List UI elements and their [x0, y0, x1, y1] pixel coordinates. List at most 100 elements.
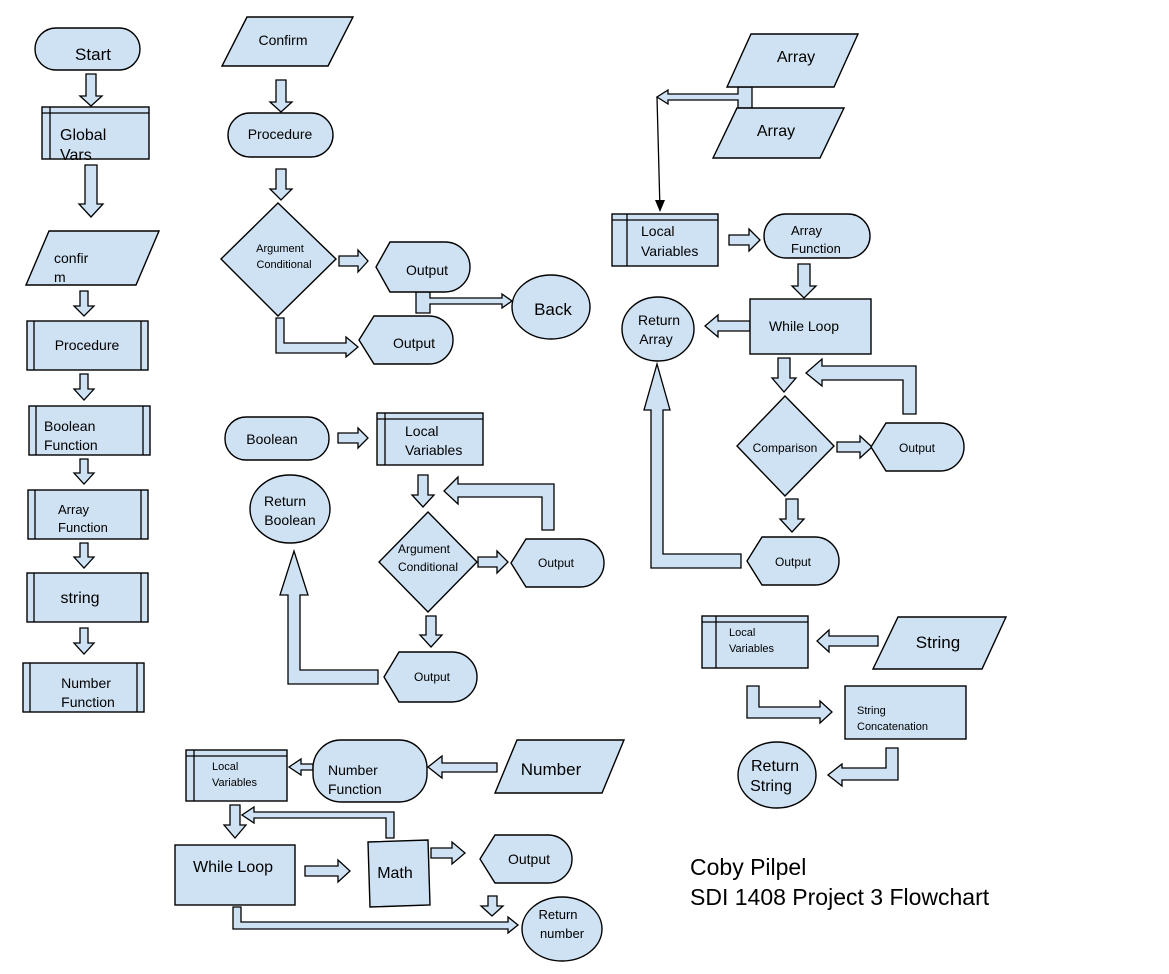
arrow-confirm-to-procedure-block [268, 79, 294, 113]
array-function-main-label-line2: Function [58, 520, 108, 535]
arrow-confirm-to-procedure [72, 290, 96, 317]
while-loop-array-process [749, 298, 872, 355]
math-label: Math [377, 865, 413, 882]
array-function-block-label-line1: Array [791, 223, 823, 238]
array-header-1-parallelogram [725, 33, 860, 88]
local-vars-number-process [185, 749, 288, 802]
argument-conditional-1-label-line1: Argument [256, 243, 304, 255]
return-array-label-line1: Return [638, 312, 680, 328]
output-2a-label: Output [538, 556, 575, 570]
arrow-local-vars-to-array-function [728, 227, 761, 253]
arrow-number-function-to-local-vars [287, 757, 314, 777]
start-terminator [34, 27, 141, 71]
output-3b-label: Output [775, 555, 812, 569]
number-header-parallelogram [493, 739, 626, 794]
arrow-output-to-return-array [643, 361, 742, 569]
global-vars-process [41, 106, 150, 160]
return-string-terminator [737, 741, 817, 809]
local-vars-string-label-line1: Local [729, 627, 755, 639]
author-name: Coby Pilpel [690, 854, 807, 880]
local-vars-bool-process [376, 412, 484, 466]
argument-conditional-2-label-line2: Conditional [398, 560, 458, 574]
return-string-label-line1: Return [751, 758, 799, 775]
argument-conditional-2-label-line1: Argument [398, 542, 451, 556]
return-number-terminator [521, 896, 603, 962]
confirm-input-label-line2: m [54, 269, 66, 285]
string-concatenation-process [844, 685, 967, 740]
string-header-parallelogram [871, 616, 1008, 670]
arrow-boolean-to-local-vars [337, 426, 369, 450]
connector-arrows [72, 73, 917, 935]
local-vars-bool-label-line2: Variables [405, 442, 462, 458]
arrow-string-to-number [72, 627, 96, 655]
array-function-block-label-line2: Function [791, 241, 841, 256]
while-loop-number-label: While Loop [193, 859, 273, 876]
boolean-function-label-line1: Boolean [44, 418, 95, 434]
back-terminator [511, 274, 591, 340]
array-function-process-main [27, 489, 149, 540]
arrow-conditional-to-output-1a [338, 248, 369, 274]
boolean-function-process [28, 405, 151, 456]
array-header-1-label: Array [777, 49, 815, 66]
comparison-decision [736, 394, 835, 498]
array-function-main-label-line1: Array [58, 502, 90, 517]
output-4-label: Output [508, 851, 550, 867]
arrow-while-loop-to-return-array [703, 313, 751, 339]
confirm-input-label-line1: confir [54, 250, 89, 266]
arrow-output-to-back [415, 291, 514, 314]
arrow-local-vars-to-concatenation [746, 685, 833, 725]
number-function-block-label-line1: Number [328, 762, 378, 778]
output-1b-label: Output [393, 335, 435, 351]
arrow-conditional-to-output-2b [418, 615, 444, 648]
output-3a-display [870, 422, 965, 472]
confirm-header-parallelogram [220, 16, 355, 67]
chart-title: SDI 1408 Project 3 Flowchart [690, 884, 990, 910]
return-boolean-label-line2: Boolean [264, 512, 315, 528]
string-header-label: String [916, 633, 960, 652]
arrow-while-loop-to-return-number [232, 906, 520, 935]
arrow-math-loop-back [240, 805, 395, 839]
flowchart-shapes [22, 16, 1008, 962]
arrow-string-to-local-vars [816, 628, 879, 654]
boolean-header-terminator [224, 416, 330, 461]
arrow-output-to-return-boolean [279, 548, 379, 685]
arrow-procedure-to-conditional [268, 168, 294, 201]
confirm-header-label: Confirm [258, 32, 307, 48]
array-header-2-parallelogram [711, 107, 846, 159]
string-main-label: string [60, 590, 99, 607]
output-2b-label: Output [414, 670, 451, 684]
local-vars-string-label-line2: Variables [729, 643, 775, 655]
while-loop-number-process [174, 844, 296, 906]
while-loop-array-label: While Loop [769, 318, 839, 334]
output-3a-label: Output [899, 441, 936, 455]
boolean-function-label-line2: Function [44, 437, 98, 453]
start-label: Start [75, 45, 111, 64]
string-process-main [26, 572, 149, 623]
local-vars-array-label-line1: Local [641, 223, 674, 239]
procedure-main-label: Procedure [55, 337, 120, 353]
number-function-main-label-line2: Function [61, 694, 115, 710]
local-vars-string-process [701, 615, 809, 669]
local-vars-array-label-line2: Variables [641, 243, 698, 259]
arrow-array-to-string [72, 542, 96, 569]
global-vars-label-line1: Global [60, 127, 106, 144]
local-vars-number-label-line2: Variables [212, 777, 258, 789]
flowchart-labels: Start Global Vars confir m Procedure Boo… [44, 32, 960, 941]
arrow-conditional-to-output-2a [477, 549, 509, 575]
argument-conditional-2-decision [378, 510, 478, 614]
arrow-procedure-to-boolean [72, 373, 96, 401]
arrow-array-to-local-vars [656, 96, 661, 211]
local-vars-array-process [611, 213, 719, 267]
arrow-loop-back-bool [443, 475, 555, 531]
output-2b-display [383, 651, 478, 703]
number-function-main-label-line1: Number [61, 675, 111, 691]
arrow-number-to-number-function [426, 754, 498, 780]
arrow-boolean-to-array [72, 458, 96, 485]
math-manual-operation [367, 839, 431, 908]
boolean-header-label: Boolean [246, 431, 297, 447]
arrow-globals-to-confirm [77, 164, 105, 218]
argument-conditional-1-label-line2: Conditional [256, 259, 311, 271]
return-number-label-line1: Return [538, 907, 577, 922]
string-concatenation-label-line2: Concatenation [857, 721, 928, 733]
arrow-start-to-globals [78, 73, 104, 107]
